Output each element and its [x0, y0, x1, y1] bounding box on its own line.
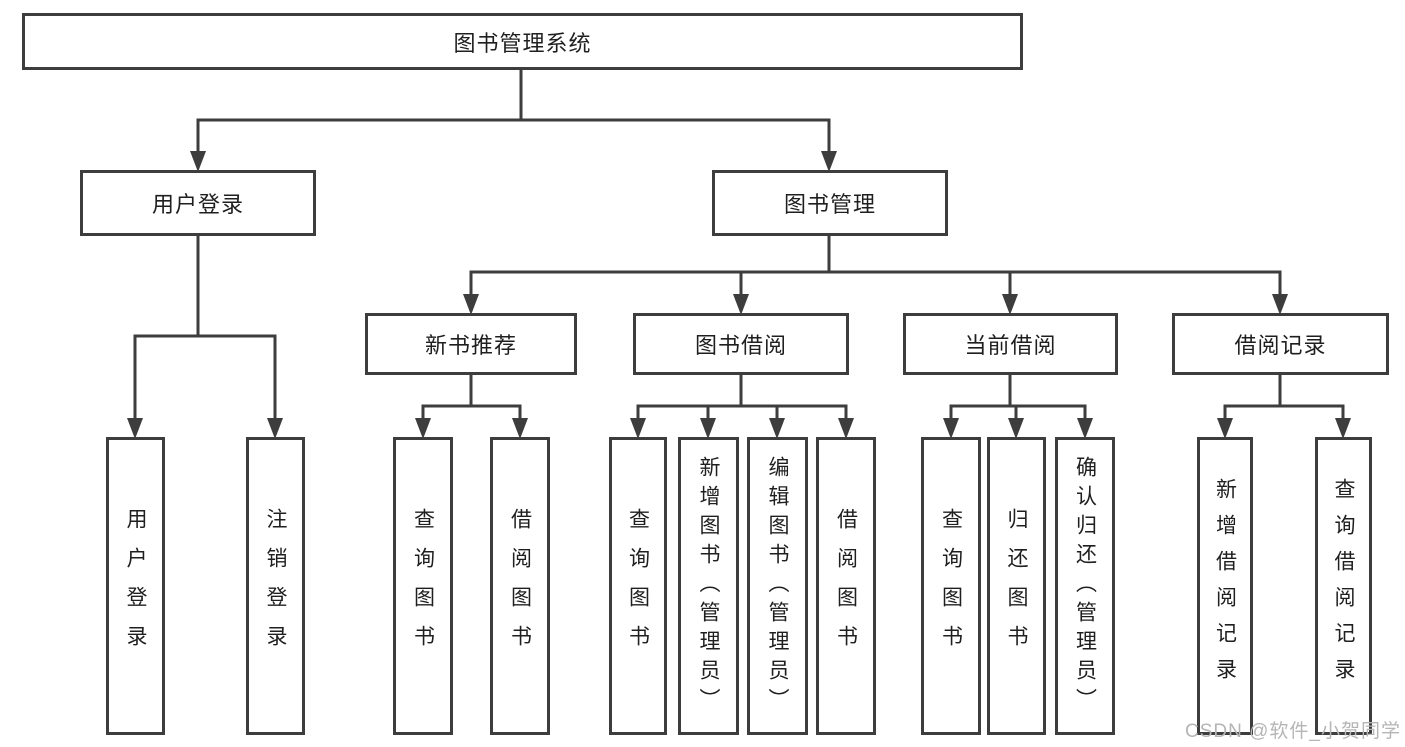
arrowhead: [1335, 418, 1351, 439]
leaf-user-login-label: 用户登录: [124, 508, 147, 664]
arrowhead: [127, 418, 143, 439]
leaf-recommend-query-books: 查询图书: [393, 437, 453, 735]
leaf-borrowing-query-books-label: 查询图书: [626, 508, 650, 664]
arrowhead: [190, 151, 206, 172]
node-root: 图书管理系统: [22, 13, 1023, 70]
leaf-logout: 注销登录: [246, 437, 305, 735]
node-current-borrowing: 当前借阅: [903, 313, 1118, 375]
arrowhead: [700, 418, 716, 439]
node-book-borrowing: 图书借阅: [633, 313, 849, 375]
leaf-current-return-books-label: 归还图书: [1005, 508, 1028, 664]
node-borrowing-records: 借阅记录: [1172, 313, 1389, 375]
arrowhead: [463, 294, 479, 315]
leaf-current-confirm-return-admin: 确认归还（管理员）: [1055, 437, 1115, 735]
leaf-records-add-borrow-record: 新增借阅记录: [1197, 437, 1253, 735]
leaf-borrowing-add-books-admin-label: 新增图书（管理员）: [697, 455, 720, 717]
leaf-current-query-books-label: 查询图书: [939, 508, 963, 664]
leaf-records-query-borrow-record: 查询借阅记录: [1315, 437, 1372, 735]
arrowhead: [1217, 418, 1233, 439]
arrowhead: [733, 294, 749, 315]
leaf-current-return-books: 归还图书: [987, 437, 1046, 735]
leaf-logout-label: 注销登录: [264, 508, 287, 664]
arrowhead: [267, 418, 283, 439]
arrowhead: [943, 418, 959, 439]
leaf-records-query-borrow-record-label: 查询借阅记录: [1332, 478, 1355, 694]
leaf-recommend-borrow-books-label: 借阅图书: [508, 508, 532, 664]
arrowhead: [1002, 294, 1018, 315]
node-user-login-label: 用户登录: [151, 192, 244, 217]
leaf-borrowing-edit-books-admin-label: 编辑图书（管理员）: [766, 455, 789, 717]
leaf-recommend-borrow-books: 借阅图书: [490, 437, 550, 735]
node-book-management-label: 图书管理: [783, 192, 876, 217]
leaf-borrowing-add-books-admin: 新增图书（管理员）: [678, 437, 739, 735]
arrowhead: [415, 418, 431, 439]
leaf-borrowing-edit-books-admin: 编辑图书（管理员）: [747, 437, 808, 735]
arrowhead: [838, 418, 854, 439]
node-new-book-recommend: 新书推荐: [365, 313, 577, 375]
leaf-borrowing-borrow-books: 借阅图书: [816, 437, 876, 735]
arrowhead: [1272, 294, 1288, 315]
node-current-borrowing-label: 当前借阅: [964, 333, 1057, 358]
arrowhead: [769, 418, 785, 439]
node-book-management: 图书管理: [712, 170, 948, 236]
leaf-current-query-books: 查询图书: [921, 437, 981, 735]
arrowheads: [127, 151, 1351, 439]
arrowhead: [630, 418, 646, 439]
watermark: CSDN @软件_小贺同学: [1185, 721, 1401, 742]
arrowhead: [1077, 418, 1093, 439]
leaf-borrowing-borrow-books-label: 借阅图书: [834, 508, 858, 664]
node-user-login: 用户登录: [80, 170, 316, 236]
leaf-recommend-query-books-label: 查询图书: [411, 508, 435, 664]
node-new-book-recommend-label: 新书推荐: [424, 333, 517, 358]
node-borrowing-records-label: 借阅记录: [1234, 333, 1327, 358]
node-book-borrowing-label: 图书借阅: [694, 333, 787, 358]
leaf-current-confirm-return-admin-label: 确认归还（管理员）: [1073, 455, 1097, 717]
arrowhead: [821, 151, 837, 172]
arrowhead: [512, 418, 528, 439]
arrowhead: [1008, 418, 1024, 439]
node-root-label: 图书管理系统: [453, 30, 592, 56]
leaf-records-add-borrow-record-label: 新增借阅记录: [1213, 478, 1237, 694]
leaf-user-login: 用户登录: [106, 437, 165, 735]
leaf-borrowing-query-books: 查询图书: [609, 437, 667, 735]
